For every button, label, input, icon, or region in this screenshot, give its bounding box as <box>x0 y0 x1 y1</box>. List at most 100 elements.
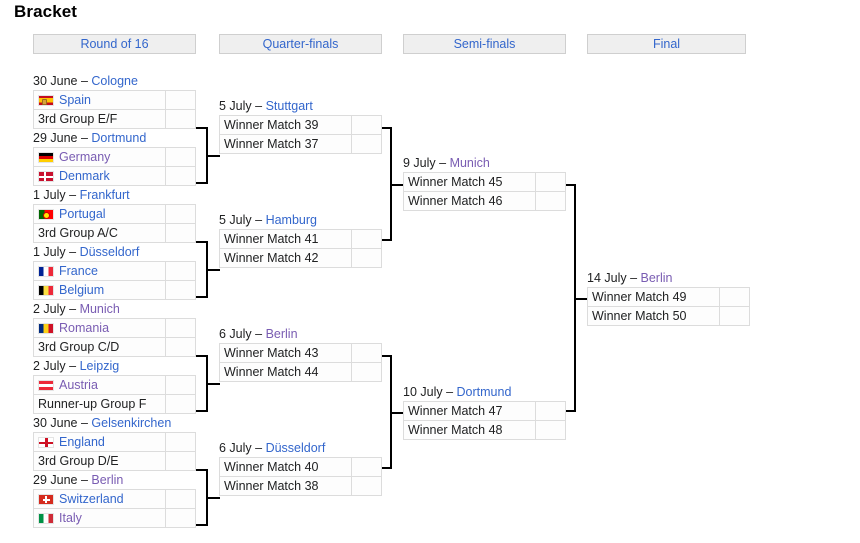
table-row: Portugal <box>33 204 196 224</box>
team-name: 3rd Group C/D <box>38 339 120 354</box>
match-date: 2 July <box>33 359 66 373</box>
team-cell: Winner Match 40 <box>219 457 352 477</box>
team-name: 3rd Group D/E <box>38 453 119 468</box>
score-cell <box>165 318 196 338</box>
match-venue-link[interactable]: Frankfurt <box>79 188 130 202</box>
match-meta: 6 July – Berlin <box>219 326 382 343</box>
team-name[interactable]: Austria <box>59 377 98 392</box>
match-venue-link[interactable]: Munich <box>79 302 120 316</box>
score-cell <box>165 223 196 243</box>
table-row: Italy <box>33 508 196 528</box>
flag-icon-germany <box>38 151 54 163</box>
team-cell: Italy <box>33 508 166 528</box>
match-venue-link[interactable]: Gelsenkirchen <box>91 416 172 430</box>
connector-bracket <box>196 127 208 184</box>
score-cell <box>165 90 196 110</box>
match-venue-link[interactable]: Leipzig <box>79 359 120 373</box>
team-name[interactable]: Germany <box>59 149 111 164</box>
match-meta-separator: – <box>251 99 266 113</box>
team-name[interactable]: Italy <box>59 510 82 525</box>
match-date: 29 June <box>33 131 78 145</box>
table-row: Winner Match 50 <box>587 306 750 326</box>
score-cell <box>165 451 196 471</box>
table-row: 3rd Group D/E <box>33 451 196 471</box>
score-cell <box>165 337 196 357</box>
team-cell: 3rd Group D/E <box>33 451 166 471</box>
team-name[interactable]: Switzerland <box>59 491 124 506</box>
match-venue-link[interactable]: Munich <box>449 156 490 170</box>
team-cell: Austria <box>33 375 166 395</box>
score-cell <box>351 362 382 382</box>
score-cell <box>351 476 382 496</box>
match-venue-link[interactable]: Berlin <box>91 473 124 487</box>
team-name[interactable]: France <box>59 263 98 278</box>
team-name[interactable]: Portugal <box>59 206 106 221</box>
flag-icon-austria <box>38 379 54 391</box>
score-cell <box>535 191 566 211</box>
connector-stub <box>208 269 220 271</box>
match-meta-separator: – <box>251 327 266 341</box>
round-header-final[interactable]: Final <box>587 34 746 54</box>
team-name[interactable]: Spain <box>59 92 91 107</box>
table-row: 3rd Group E/F <box>33 109 196 129</box>
round-header-semi-finals[interactable]: Semi-finals <box>403 34 566 54</box>
match-meta: 6 July – Düsseldorf <box>219 440 382 457</box>
match-venue-link[interactable]: Berlin <box>265 327 298 341</box>
match-venue-link[interactable]: Berlin <box>640 271 673 285</box>
team-name: Winner Match 49 <box>592 289 687 304</box>
match-venue-link[interactable]: Cologne <box>91 74 138 88</box>
table-row: Winner Match 49 <box>587 287 750 307</box>
flag-icon-belgium <box>38 284 54 296</box>
round-header-round-of-16[interactable]: Round of 16 <box>33 34 196 54</box>
score-cell <box>535 172 566 192</box>
match-meta-separator: – <box>77 74 92 88</box>
table-row: Winner Match 38 <box>219 476 382 496</box>
table-row: England <box>33 432 196 452</box>
team-cell: England <box>33 432 166 452</box>
team-name: Winner Match 37 <box>224 136 319 151</box>
connector-stub <box>392 412 404 414</box>
score-cell <box>165 109 196 129</box>
team-name[interactable]: Belgium <box>59 282 105 297</box>
team-name[interactable]: Romania <box>59 320 110 335</box>
score-cell <box>165 147 196 167</box>
table-row: 3rd Group C/D <box>33 337 196 357</box>
score-cell <box>351 134 382 154</box>
team-name: Winner Match 39 <box>224 117 319 132</box>
table-row: Belgium <box>33 280 196 300</box>
match-venue-link[interactable]: Düsseldorf <box>265 441 326 455</box>
round-header-quarter-finals[interactable]: Quarter-finals <box>219 34 382 54</box>
score-cell <box>351 248 382 268</box>
team-cell: 3rd Group A/C <box>33 223 166 243</box>
score-cell <box>719 306 750 326</box>
team-cell: Switzerland <box>33 489 166 509</box>
team-name: Winner Match 50 <box>592 308 687 323</box>
flag-icon-england <box>38 436 54 448</box>
match-meta-separator: – <box>65 245 80 259</box>
team-name[interactable]: England <box>59 434 105 449</box>
team-cell: Winner Match 39 <box>219 115 352 135</box>
team-name: 3rd Group E/F <box>38 111 118 126</box>
match-meta-separator: – <box>626 271 641 285</box>
match-date: 6 July <box>219 441 252 455</box>
team-cell: Belgium <box>33 280 166 300</box>
team-name[interactable]: Denmark <box>59 168 110 183</box>
team-cell: Winner Match 37 <box>219 134 352 154</box>
team-cell: Germany <box>33 147 166 167</box>
match-meta: 2 July – Leipzig <box>33 358 196 375</box>
match-venue-link[interactable]: Stuttgart <box>265 99 313 113</box>
match-venue-link[interactable]: Dortmund <box>91 131 147 145</box>
team-cell: Winner Match 50 <box>587 306 720 326</box>
table-row: 3rd Group A/C <box>33 223 196 243</box>
connector-stub <box>208 155 220 157</box>
connector-bracket <box>196 355 208 412</box>
match-venue-link[interactable]: Hamburg <box>265 213 317 227</box>
match-venue-link[interactable]: Düsseldorf <box>79 245 140 259</box>
match-venue-link[interactable]: Dortmund <box>456 385 512 399</box>
team-cell: Winner Match 43 <box>219 343 352 363</box>
match-meta-separator: – <box>251 213 266 227</box>
